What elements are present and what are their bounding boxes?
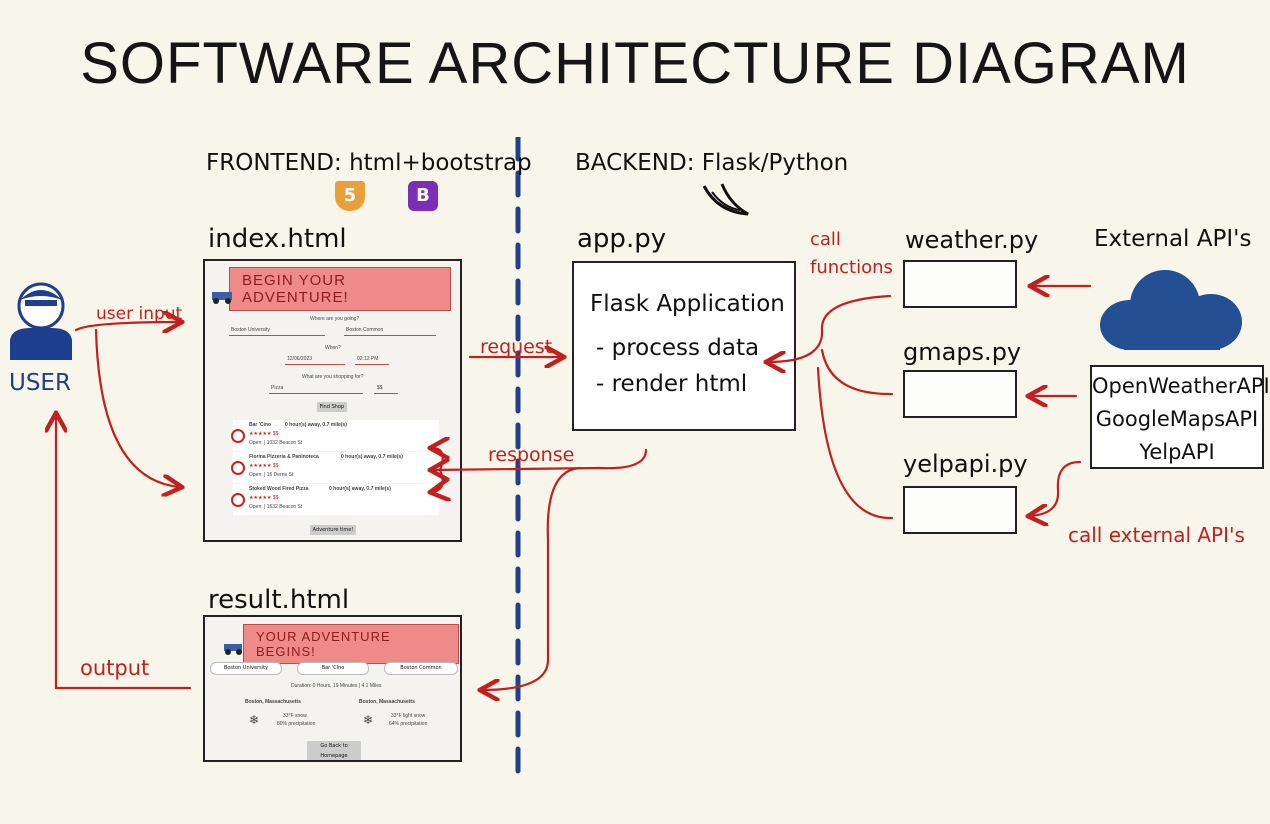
api-googlemaps: GoogleMapsAPI xyxy=(1095,407,1259,431)
weather-module-box xyxy=(903,260,1017,308)
gmaps-module-label: gmaps.py xyxy=(903,338,1022,366)
result-card-1[interactable]: Bar 'Cino 0 hour(s) away, 0.7 mile(s) ★★… xyxy=(231,420,439,451)
yelp-module-label: yelpapi.py xyxy=(903,450,1028,478)
cloud-icon xyxy=(1100,270,1242,350)
result-info: Open: | 1032 Beacon St xyxy=(249,440,303,446)
user-icon xyxy=(10,282,72,360)
index-file-label: index.html xyxy=(208,224,347,254)
index-banner: BEGIN YOUR ADVENTURE! xyxy=(229,267,451,311)
item-input[interactable]: Pizza xyxy=(271,385,284,391)
result-page-preview: YOUR ADVENTURE BEGINS! Boston University… xyxy=(203,615,462,762)
adventure-button[interactable]: Adventure time! xyxy=(310,525,356,535)
time-input[interactable]: 02:12 PM xyxy=(357,356,379,362)
weather-temp-2: 33°F light snow xyxy=(391,713,426,719)
gmaps-module-box xyxy=(903,370,1017,418)
route-duration: Duration: 0 Hours, 19 Minutes | 4.1 Mile… xyxy=(291,683,382,689)
external-heading: External API's xyxy=(1094,226,1252,252)
result-card-2[interactable]: Florina Pizzeria & Paninoteca 0 hour(s) … xyxy=(231,452,439,483)
result-name: Florina Pizzeria & Paninoteca xyxy=(249,454,319,460)
result-info: Open: | 1632 Beacon St xyxy=(249,504,303,510)
request-label: request xyxy=(480,336,553,358)
weather-city-1: Boston, Massachusetts xyxy=(245,699,301,705)
route-stop-1: Boston University xyxy=(210,662,282,675)
snowflake-icon: ❄ xyxy=(363,713,374,727)
result-card-3[interactable]: Stoked Wood Fired Pizza 0 hour(s) away, … xyxy=(231,484,439,515)
app-line-2: - process data xyxy=(596,335,760,361)
diagram-title: SOFTWARE ARCHITECTURE DIAGRAM xyxy=(80,31,1190,96)
html5-logo-icon: 5 xyxy=(335,181,365,211)
backend-heading: BACKEND: Flask/Python xyxy=(575,150,849,176)
result-info: Open: | 16 Derne St xyxy=(249,472,294,478)
weather-precip-2: 64% precipitation xyxy=(389,721,428,727)
to-input[interactable]: Boston Common xyxy=(346,327,384,333)
response-label: response xyxy=(488,444,575,466)
where-question: Where are you going? xyxy=(310,316,360,322)
result-distance: 0 hour(s) away, 0.7 mile(s) xyxy=(329,486,391,492)
call-external-label: call external API's xyxy=(1068,523,1245,547)
result-price: $$ xyxy=(272,495,279,501)
user-input-label: user input xyxy=(96,304,183,324)
result-name: Stoked Wood Fired Pizza xyxy=(249,486,309,492)
result-distance: 0 hour(s) away, 0.7 mile(s) xyxy=(341,454,403,460)
from-input[interactable]: Boston University xyxy=(231,327,270,333)
weather-precip-1: 80% precipitation xyxy=(277,721,316,727)
frontend-backend-divider xyxy=(515,137,521,777)
index-page-preview: BEGIN YOUR ADVENTURE! Where are you goin… xyxy=(203,259,462,542)
when-question: When? xyxy=(325,345,341,351)
flask-logo-icon xyxy=(702,183,749,216)
api-openweather: OpenWeatherAPI xyxy=(1092,374,1270,398)
weather-temp-1: 33°F snow xyxy=(283,713,307,719)
app-line-3: - render html xyxy=(596,371,748,397)
bootstrap-logo-icon: B xyxy=(408,181,438,211)
app-file-label: app.py xyxy=(577,224,667,254)
external-api-box: OpenWeatherAPI GoogleMapsAPI YelpAPI xyxy=(1090,365,1270,469)
weather-city-2: Boston, Massachusetts xyxy=(359,699,415,705)
shopping-question: What are you shopping for? xyxy=(302,374,364,380)
result-price: $$ xyxy=(272,431,279,437)
output-label: output xyxy=(80,656,150,680)
call-functions-label: call functions xyxy=(810,229,893,278)
price-select[interactable]: $$ xyxy=(377,385,383,391)
flask-app-box: Flask Application - process data - rende… xyxy=(572,261,796,431)
user-label: USER xyxy=(9,370,71,396)
result-price: $$ xyxy=(272,463,279,469)
route-stop-2: Bar 'Cino xyxy=(297,662,369,675)
back-home-button[interactable]: Go Back to Homepage xyxy=(307,741,361,760)
weather-module-label: weather.py xyxy=(905,226,1039,254)
date-input[interactable]: 12/06/2023 xyxy=(287,356,313,362)
route-stop-3: Boston Common xyxy=(384,662,458,675)
result-file-label: result.html xyxy=(208,585,350,615)
snowflake-icon: ❄ xyxy=(249,713,260,727)
frontend-heading: FRONTEND: html+bootstrap xyxy=(206,150,532,176)
api-yelp: YelpAPI xyxy=(1139,440,1215,464)
find-shop-button[interactable]: Find Shop xyxy=(317,402,347,412)
result-name: Bar 'Cino xyxy=(249,422,272,428)
yelp-module-box xyxy=(903,486,1017,534)
jeep-icon xyxy=(212,292,232,304)
jeep-icon xyxy=(224,644,242,655)
result-distance: 0 hour(s) away, 0.7 mile(s) xyxy=(285,422,347,428)
app-line-1: Flask Application xyxy=(590,291,785,317)
